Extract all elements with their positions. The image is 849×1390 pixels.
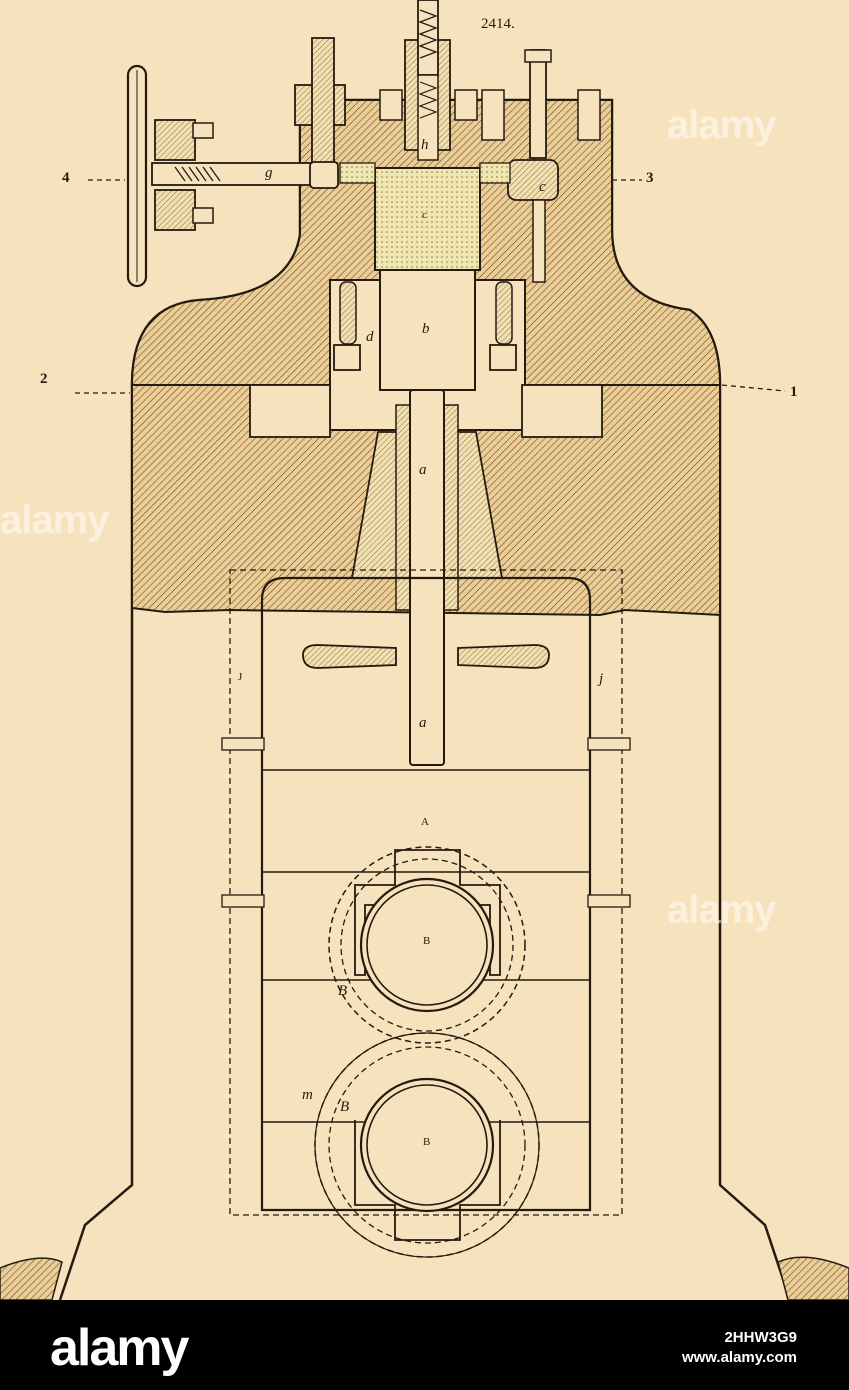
label-d: d [366, 329, 374, 345]
label-c-chamber: c [422, 209, 427, 221]
section-mark-3: 3 [646, 170, 654, 186]
alamy-logo: alamy [50, 1319, 189, 1377]
bottom-fragments [0, 1256, 849, 1300]
footer-bar [0, 1300, 849, 1390]
watermark-logo: alamy [667, 888, 776, 932]
dashed-frame-j [221, 569, 631, 1216]
label-c-valve: c [539, 179, 546, 195]
label-j-right: j [599, 671, 604, 687]
upper-roll [328, 846, 526, 1044]
top-fittings [294, 0, 601, 283]
handwheel [126, 64, 148, 288]
piston-assembly [249, 269, 603, 438]
watermark-logo: alamy [0, 498, 109, 542]
label-g: g [265, 165, 273, 181]
label-a-upper: a [419, 462, 427, 478]
label-j-left: J [238, 671, 243, 683]
label-B-upper: B [423, 935, 431, 947]
label-A: A [421, 816, 429, 828]
label-beta-lower: B [340, 1099, 350, 1115]
section-mark-4: 4 [62, 170, 70, 186]
section-mark-2: 2 [40, 371, 48, 387]
image-id: 2HHW3G9 [724, 1329, 797, 1346]
label-m: m [302, 1087, 313, 1103]
figure-number: 2414. [481, 16, 515, 32]
label-B-lower: B [423, 1136, 431, 1148]
section-mark-1: 1 [790, 384, 798, 400]
watermark-logo: alamy [667, 103, 776, 147]
lower-roll [314, 1032, 540, 1258]
section-dashes [75, 179, 786, 394]
label-a-lower: a [419, 715, 427, 731]
handwheel-screw-g [151, 119, 339, 231]
cross-lever [302, 644, 550, 669]
water-chamber-c [374, 167, 481, 271]
machine-section-drawing [0, 0, 849, 1300]
label-b: b [422, 321, 430, 337]
label-beta-upper: B [338, 983, 348, 999]
label-h: h [421, 137, 429, 153]
site-url: www.alamy.com [681, 1349, 797, 1366]
